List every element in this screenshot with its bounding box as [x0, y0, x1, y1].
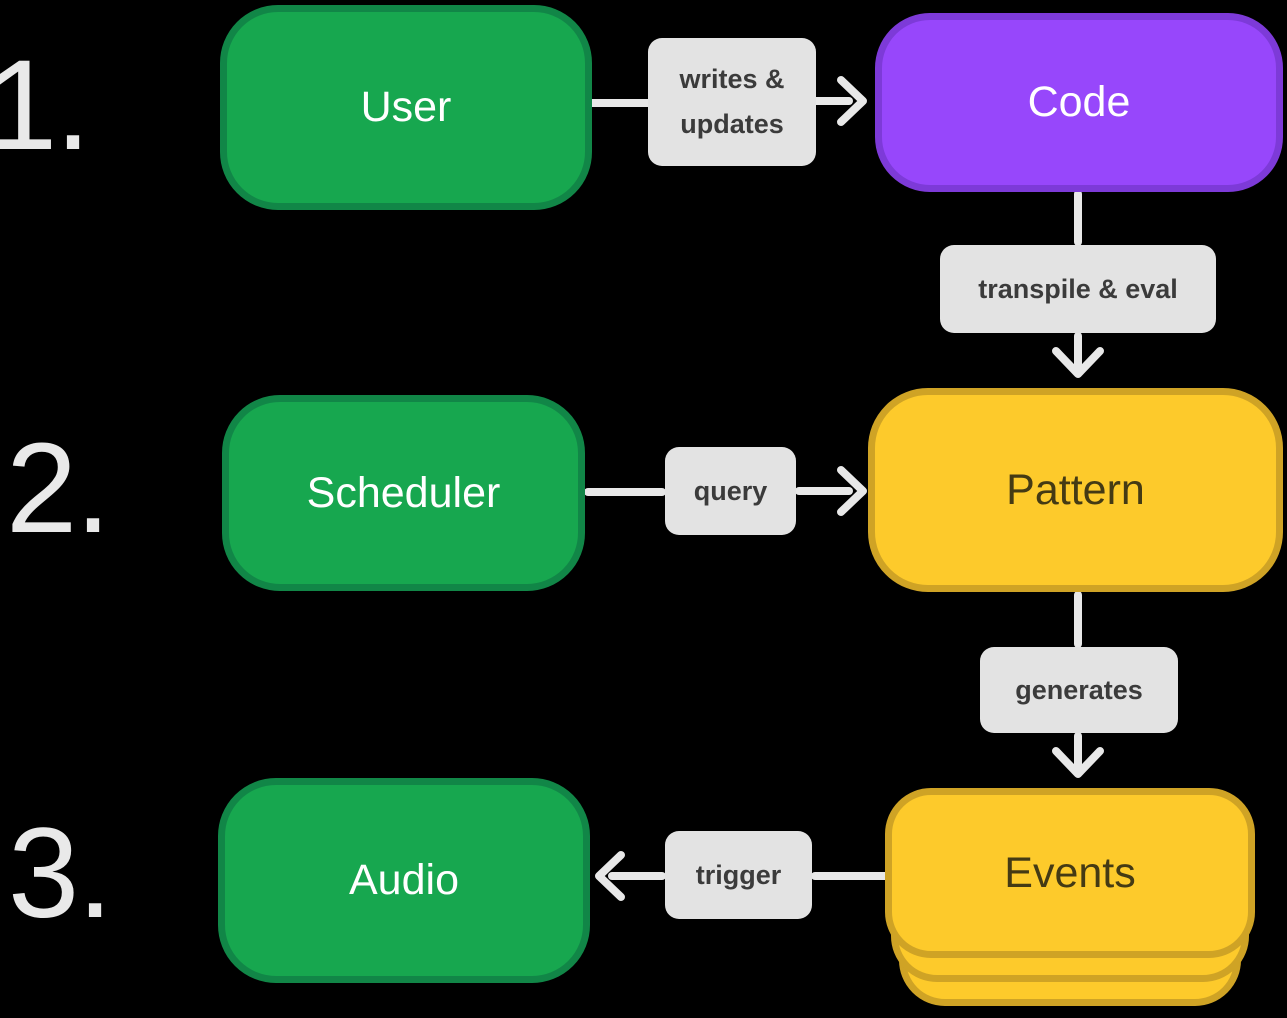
node-audio-label: Audio	[349, 856, 459, 904]
edge-label-writes-line2: updates	[680, 109, 784, 139]
step-number-3: 3.	[8, 802, 113, 945]
node-code-label: Code	[1027, 78, 1131, 126]
node-scheduler: Scheduler	[222, 395, 585, 591]
node-events: Events	[885, 788, 1255, 958]
node-user-label: User	[360, 83, 452, 131]
edge-label-transpile-eval: transpile & eval	[940, 245, 1216, 333]
edge-label-writes-updates: writes & updates	[648, 38, 816, 166]
edge-label-trigger-text: trigger	[695, 859, 782, 890]
node-user: User	[220, 5, 592, 210]
edge-label-query: query	[665, 447, 796, 535]
node-events-label: Events	[1004, 848, 1136, 897]
edge-label-generates: generates	[980, 647, 1178, 733]
node-audio: Audio	[218, 778, 590, 983]
edge-label-writes-line1: writes &	[679, 64, 785, 95]
node-pattern-label: Pattern	[1006, 465, 1145, 514]
edge-label-query-text: query	[693, 475, 768, 506]
step-number-1: 1.	[0, 34, 91, 177]
edge-label-transpile-text: transpile & eval	[978, 273, 1178, 304]
node-code: Code	[875, 13, 1283, 192]
node-pattern: Pattern	[868, 388, 1283, 592]
node-events-stack: Events	[885, 788, 1255, 1018]
node-scheduler-label: Scheduler	[306, 468, 501, 517]
edge-label-generates-text: generates	[1015, 674, 1143, 705]
edge-label-trigger: trigger	[665, 831, 812, 919]
step-number-2: 2.	[6, 417, 111, 560]
